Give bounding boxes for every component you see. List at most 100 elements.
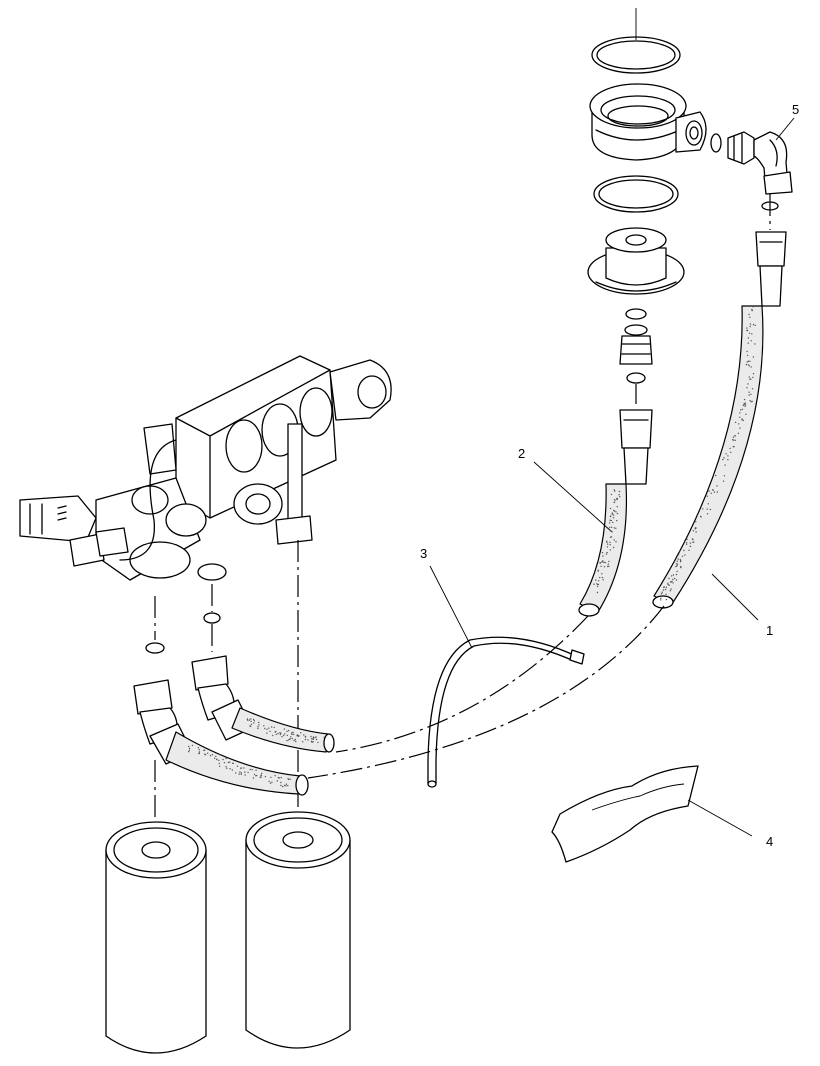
- hose-texture-dot: [684, 539, 686, 542]
- hose-texture-dot: [683, 549, 685, 552]
- hose-texture-dot: [283, 784, 286, 787]
- hose-texture-dot: [727, 459, 729, 461]
- hose-texture-dot: [747, 383, 749, 385]
- hose-texture-dot: [708, 490, 710, 492]
- hose-texture-dot: [297, 735, 300, 737]
- hose-texture-dot: [660, 599, 662, 601]
- hose-texture-dot: [754, 324, 756, 327]
- hose-texture-dot: [748, 376, 750, 378]
- hose-texture-dot: [204, 753, 206, 755]
- hose-texture-dot: [749, 316, 751, 318]
- hose-texture-dot: [293, 739, 295, 742]
- hose-texture-dot: [244, 771, 246, 773]
- hose-texture-dot: [269, 730, 271, 733]
- hose-texture-dot: [752, 356, 755, 358]
- hose-texture-dot: [661, 591, 663, 593]
- hose-texture-dot: [619, 496, 621, 498]
- hose-texture-dot: [280, 784, 282, 787]
- hose-texture-dot: [606, 546, 609, 548]
- hose-texture-dot: [740, 409, 742, 411]
- hose-texture-dot: [222, 758, 224, 761]
- hose-texture-dot: [240, 773, 242, 776]
- hose-texture-dot: [613, 527, 615, 529]
- hose-texture-dot: [252, 718, 255, 721]
- hose-texture-dot: [609, 529, 611, 532]
- hose-texture-dot: [601, 576, 604, 579]
- hose-texture-dot: [725, 453, 727, 455]
- hose-texture-dot: [294, 738, 296, 741]
- hose-texture-dot: [676, 570, 678, 573]
- hose-texture-dot: [188, 751, 190, 753]
- hose-texture-dot: [271, 726, 273, 728]
- hose-texture-dot: [727, 455, 729, 457]
- hose-texture-dot: [601, 561, 603, 563]
- hose-texture-dot: [250, 723, 253, 726]
- hose-texture-dot: [296, 735, 298, 737]
- hose-texture-dot: [607, 565, 609, 568]
- hose-texture-dot: [248, 719, 251, 721]
- hose-texture-dot: [748, 332, 751, 334]
- hose-texture-dot: [613, 499, 616, 501]
- hose-texture-dot: [732, 439, 735, 441]
- hose-texture-dot: [738, 423, 740, 425]
- hose-texture-dot: [266, 728, 268, 731]
- hose-texture-dot: [276, 780, 278, 782]
- callout-label-1: 1: [766, 623, 773, 638]
- callout-4: 4: [687, 799, 773, 849]
- hose-texture-dot: [685, 543, 688, 545]
- hose-texture-dot: [672, 578, 674, 581]
- hose-texture-dot: [239, 771, 241, 773]
- hose-texture-dot: [715, 474, 717, 477]
- hose-texture-dot: [263, 725, 265, 727]
- hose-texture-dot: [724, 464, 726, 466]
- top-o-ring: [591, 36, 681, 74]
- hose-texture-dot: [240, 772, 242, 774]
- hose-texture-dot: [238, 773, 240, 775]
- hose-texture-dot: [612, 521, 614, 524]
- hose-texture-dot: [706, 508, 708, 510]
- hose-texture-dot: [227, 761, 229, 764]
- hose-texture-dot: [215, 755, 217, 758]
- hose-texture-dot: [188, 747, 191, 750]
- hose-texture-dot: [702, 508, 704, 510]
- hose-texture-dot: [599, 562, 601, 564]
- hose-texture-dot: [713, 491, 716, 493]
- tube-part-3: [427, 636, 585, 788]
- hose-texture-dot: [596, 583, 598, 585]
- hose-texture-dot: [282, 785, 284, 788]
- hose-texture-dot: [268, 727, 270, 729]
- hose-texture-dot: [664, 588, 667, 591]
- hose-texture-dot: [747, 342, 749, 344]
- hose-texture-dot: [246, 718, 249, 720]
- hose-texture-dot: [712, 489, 714, 491]
- port-a: [225, 419, 263, 473]
- hose-texture-dot: [723, 457, 725, 459]
- hose-texture-dot: [609, 526, 611, 529]
- hose-texture-dot: [716, 491, 719, 493]
- hose-texture-dot: [600, 565, 602, 567]
- hose-1-ferrule: [759, 265, 783, 307]
- hose-texture-dot: [216, 758, 218, 761]
- hose-texture-dot: [668, 577, 670, 580]
- hose-texture-dot: [616, 506, 618, 508]
- hose-texture-dot: [198, 751, 201, 753]
- hose-texture-dot: [670, 588, 672, 590]
- hose-texture-dot: [695, 521, 697, 523]
- hose-texture-dot: [751, 388, 754, 390]
- hose-texture-dot: [618, 490, 621, 493]
- hose-texture-dot: [218, 759, 220, 762]
- hose-texture-dot: [313, 737, 315, 739]
- callout-1: 1: [711, 573, 773, 638]
- hose-texture-dot: [315, 736, 317, 738]
- callout-label-4: 4: [766, 834, 773, 849]
- hose-texture-dot: [751, 400, 753, 403]
- hose-texture-dot: [286, 734, 288, 737]
- hose-texture-dot: [602, 560, 604, 562]
- hose-texture-dot: [290, 736, 292, 738]
- hose-texture-dot: [606, 541, 608, 543]
- hose-texture-dot: [737, 432, 740, 434]
- hose-texture-dot: [611, 512, 614, 514]
- hose-texture-dot: [745, 413, 747, 415]
- hose-texture-dot: [595, 579, 597, 581]
- hose-texture-dot: [722, 480, 725, 482]
